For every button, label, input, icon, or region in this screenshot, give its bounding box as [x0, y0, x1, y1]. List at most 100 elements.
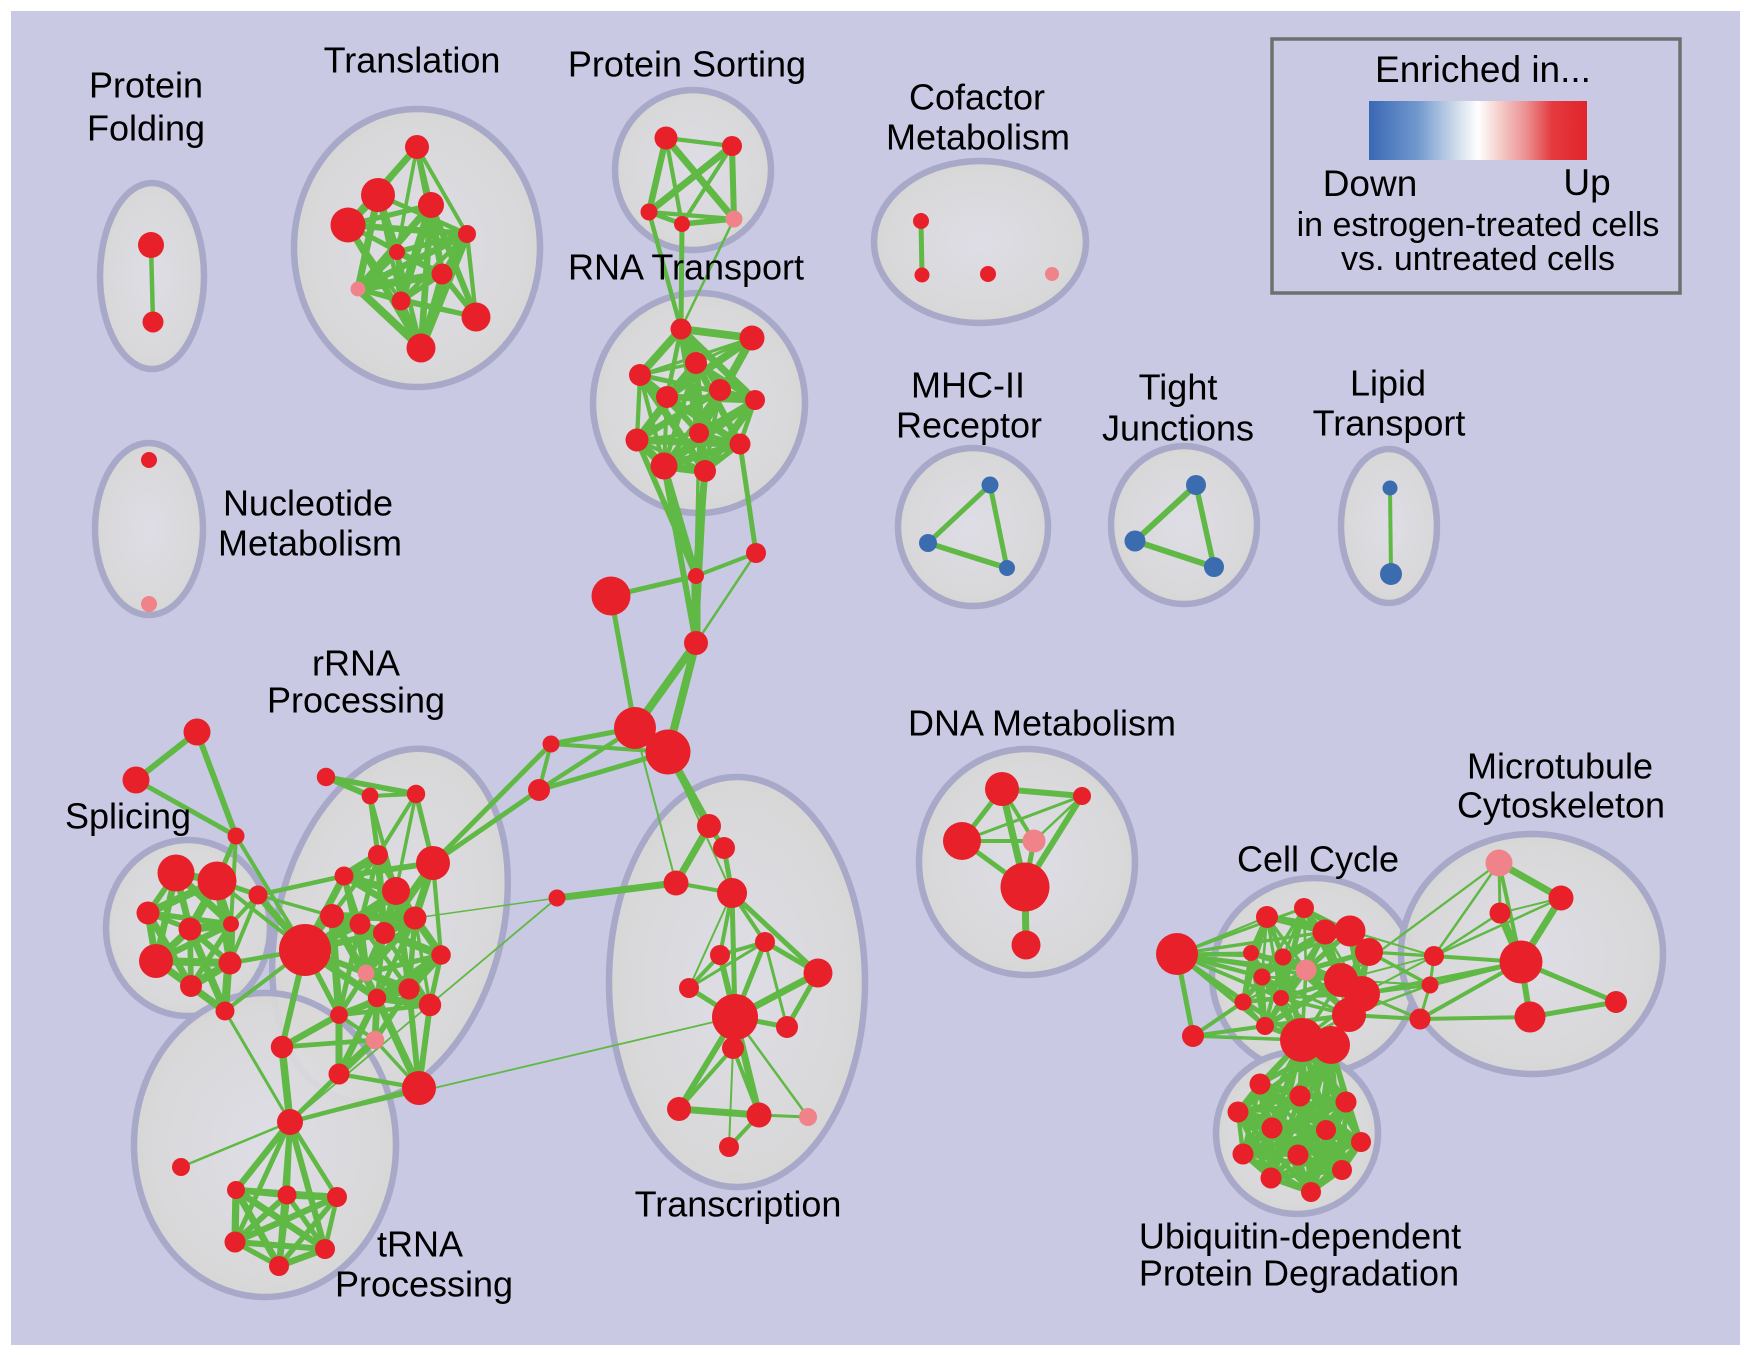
node-cf1	[913, 213, 929, 229]
node-tc1	[697, 814, 721, 838]
node-sp8	[180, 975, 202, 997]
node-tn4	[224, 1231, 246, 1253]
node-cc4	[1294, 898, 1314, 918]
node-rrt3	[406, 784, 426, 804]
cluster-label-lipid: Lipid	[1350, 363, 1426, 404]
node-cc5	[1312, 919, 1338, 945]
node-tc14	[799, 1108, 817, 1126]
edge-ps1-ps4	[663, 137, 685, 225]
edge-t1-t5	[415, 146, 469, 235]
node-tn3	[327, 1187, 347, 1207]
node-mh2	[919, 534, 937, 552]
edge-tn3-tn6	[276, 1195, 340, 1268]
node-ub7	[1351, 1132, 1371, 1152]
node-sp4	[178, 917, 202, 941]
node-sp10	[248, 885, 268, 905]
edge-spt1-spt3	[194, 730, 239, 838]
node-tj2	[1124, 530, 1146, 552]
edge-trh-tn1	[233, 1120, 293, 1192]
legend-down-label: Down	[1323, 163, 1418, 204]
node-rr18	[328, 1063, 350, 1085]
node-rt10	[729, 433, 751, 455]
node-mtl3	[1409, 1008, 1431, 1030]
node-tc2	[713, 837, 735, 859]
node-rt4	[629, 364, 651, 386]
edge-ps3-rt1	[646, 211, 684, 330]
node-rrhub	[279, 924, 331, 976]
node-pf1	[138, 232, 164, 258]
node-rr11	[398, 978, 420, 1000]
node-cc16	[1256, 1017, 1274, 1035]
node-cf2	[914, 267, 930, 283]
edge-sp10-rr2	[257, 873, 345, 898]
node-rr8	[403, 906, 427, 930]
node-mt3	[1514, 1001, 1546, 1033]
node-tn6	[269, 1256, 289, 1276]
node-rr10	[431, 945, 451, 965]
legend-subtitle-line1: in estrogen-treated cells	[1297, 206, 1660, 244]
cluster-label-dna: DNA Metabolism	[908, 703, 1176, 744]
edge-rr17-trh	[289, 1085, 420, 1125]
node-rt2	[739, 325, 765, 351]
node-mtl2	[1421, 976, 1439, 994]
edge-rt6-rt8	[635, 387, 722, 443]
node-sp1	[157, 854, 195, 892]
node-rr3	[416, 846, 450, 880]
edge-tn1-tn6	[232, 1188, 283, 1268]
cluster-label-splicing: Splicing	[65, 796, 191, 837]
edge-rt9-ms1	[694, 432, 701, 577]
node-spt2	[122, 766, 150, 794]
edge-tj2-tj3	[1134, 538, 1215, 570]
node-t9	[391, 291, 411, 311]
edge-trh-tn5	[287, 1121, 328, 1250]
node-rt7	[745, 390, 765, 410]
node-tj1	[1186, 475, 1206, 495]
edge-sp7-sp10	[228, 894, 260, 964]
node-cc9	[1274, 948, 1292, 966]
node-lt1	[1382, 480, 1398, 496]
edge-mh1-mh2	[926, 483, 992, 545]
node-sp9	[215, 1001, 235, 1021]
edge-ms8-rr3	[431, 787, 541, 866]
edge-ps2-ps3	[646, 143, 735, 215]
node-ms6	[645, 729, 691, 775]
edge-ps2-ps5	[729, 145, 737, 220]
edge-ps2-ps4	[680, 144, 734, 226]
node-tc13	[746, 1102, 772, 1128]
edge-ms2-ms4	[694, 552, 758, 644]
cluster-label-translation: Translation	[324, 40, 501, 81]
node-rt1	[670, 318, 692, 340]
node-cchub	[1156, 933, 1198, 975]
edge-spt2-spt3	[134, 777, 238, 839]
node-rr16	[270, 1035, 294, 1059]
node-rr4	[382, 877, 410, 905]
node-t11	[406, 333, 436, 363]
node-t3	[418, 192, 444, 218]
edge-lt1-lt2	[1388, 487, 1393, 575]
node-rr7	[373, 922, 395, 944]
edge-cc4-cc11	[1260, 907, 1306, 978]
node-t1	[405, 135, 429, 159]
node-rr5	[320, 904, 344, 928]
edge-tc4-tc7	[688, 892, 733, 989]
edge-trh-tn4	[232, 1120, 293, 1244]
edge-sp5-sp8	[188, 922, 234, 988]
node-tc7	[679, 978, 699, 998]
edge-t6-t8	[355, 249, 400, 292]
node-tc15	[719, 1137, 739, 1157]
edge-tn2-tn6	[275, 1194, 291, 1267]
edge-mtl1-mt1	[1433, 896, 1562, 958]
node-dm4	[1022, 829, 1046, 853]
node-tc3	[663, 870, 689, 896]
node-mthub	[1499, 940, 1543, 984]
cluster-label-nucleotide: Nucleotide	[223, 483, 393, 524]
node-ms1	[688, 568, 704, 584]
node-cc15	[1273, 990, 1289, 1006]
node-rrt2	[361, 787, 379, 805]
node-rt6	[709, 379, 731, 401]
node-ps1	[654, 126, 678, 150]
node-t7	[431, 263, 453, 285]
node-lt2	[1380, 563, 1402, 585]
node-t8	[350, 281, 366, 297]
